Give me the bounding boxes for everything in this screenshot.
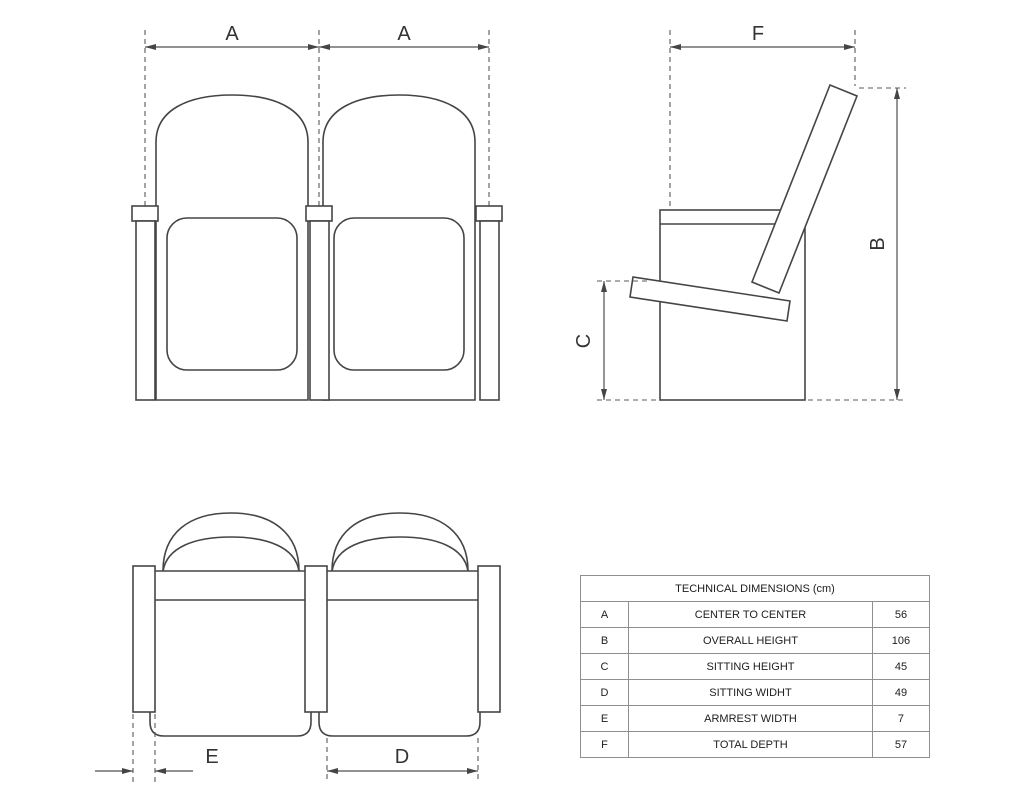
dim-label-cell: SITTING WIDHT: [628, 679, 873, 706]
seat-side-profile: [629, 83, 859, 401]
armrest-cap: [305, 205, 333, 222]
dimension-arrowhead: [894, 88, 900, 99]
side-view-drawing: F B: [573, 23, 906, 401]
dim-value-cell: 106: [871, 627, 931, 654]
armrest-left: [132, 565, 156, 713]
armrest-stalk: [479, 220, 500, 401]
dim-label-b: B: [867, 237, 889, 250]
table-row: E ARMREST WIDTH 7: [580, 705, 931, 732]
dim-key-cell: D: [580, 679, 629, 706]
dim-label-e: E: [205, 746, 218, 768]
dim-label-f: F: [752, 23, 764, 45]
armrest-right: [477, 565, 501, 713]
dim-key-cell: C: [580, 653, 629, 680]
dim-label-cell: CENTER TO CENTER: [628, 601, 873, 628]
dimension-c: C: [573, 280, 658, 401]
dim-label-a-left: A: [225, 23, 239, 45]
dim-value-cell: 56: [871, 601, 931, 628]
dim-key-cell: B: [580, 627, 629, 654]
backrest-arc-inner: [162, 536, 300, 572]
seat-body: [149, 570, 312, 737]
table-title: TECHNICAL DIMENSIONS (cm): [580, 575, 930, 602]
dim-label-cell: TOTAL DEPTH: [628, 731, 873, 758]
table-row: D SITTING WIDHT 49: [580, 679, 931, 706]
dim-value-cell: 7: [871, 705, 931, 732]
armrest-center: [305, 205, 333, 401]
dimension-arrowhead: [894, 389, 900, 400]
armrest-right: [475, 205, 503, 401]
dim-key-cell: A: [580, 601, 629, 628]
backrest-arc-outer: [162, 512, 300, 572]
table-row: B OVERALL HEIGHT 106: [580, 627, 931, 654]
dimension-arrowhead: [145, 44, 156, 50]
dim-value-cell: 45: [871, 653, 931, 680]
dimension-f: F: [669, 23, 856, 212]
dimension-arrowhead: [308, 44, 319, 50]
dimension-arrowhead: [327, 768, 338, 774]
armrest-stalk: [135, 220, 156, 401]
dimension-arrowhead: [844, 44, 855, 50]
dim-label-c: C: [573, 334, 595, 348]
dim-label-cell: ARMREST WIDTH: [628, 705, 873, 732]
dimension-arrowhead: [601, 389, 607, 400]
seat-pan-left: [166, 217, 298, 371]
dim-value-cell: 49: [871, 679, 931, 706]
dim-label-a-right: A: [397, 23, 411, 45]
dim-value-cell: 57: [871, 731, 931, 758]
seat-left: [149, 512, 312, 737]
dimension-arrowhead: [155, 768, 166, 774]
dimension-arrowhead: [670, 44, 681, 50]
dim-label-cell: SITTING HEIGHT: [628, 653, 873, 680]
seat-right: [318, 512, 481, 737]
front-view-drawing: A A: [131, 23, 503, 401]
backrest-arc-outer: [331, 512, 469, 572]
dim-key-cell: E: [580, 705, 629, 732]
table-title-row: TECHNICAL DIMENSIONS (cm): [580, 575, 930, 602]
seat-pan-tilted: [629, 276, 791, 322]
armrest-stalk: [309, 220, 330, 401]
dimension-b: B: [808, 87, 906, 401]
dimension-e: E: [95, 714, 219, 783]
armrest-cap: [131, 205, 159, 222]
backrest-tilted: [750, 83, 859, 295]
dimension-arrowhead: [467, 768, 478, 774]
dim-key-cell: F: [580, 731, 629, 758]
backrest-arc-inner: [331, 536, 469, 572]
dim-label-cell: OVERALL HEIGHT: [628, 627, 873, 654]
armrest-center: [304, 565, 328, 713]
armrest-left: [131, 205, 159, 401]
bottom-view-drawing: E D: [95, 512, 501, 783]
dimension-arrowhead: [601, 281, 607, 292]
dimension-arrowhead: [122, 768, 133, 774]
dimension-a-chain: A A: [144, 23, 490, 206]
dimension-d: D: [326, 738, 479, 783]
dimension-arrowhead: [478, 44, 489, 50]
dim-label-d: D: [395, 746, 409, 768]
table-row: C SITTING HEIGHT 45: [580, 653, 931, 680]
seat-pan-right: [333, 217, 465, 371]
armrest-cap: [475, 205, 503, 222]
technical-dimensions-table: TECHNICAL DIMENSIONS (cm) A CENTER TO CE…: [580, 575, 931, 758]
table-row: F TOTAL DEPTH 57: [580, 731, 931, 758]
dimension-arrowhead: [319, 44, 330, 50]
table-row: A CENTER TO CENTER 56: [580, 601, 931, 628]
seat-body: [318, 570, 481, 737]
